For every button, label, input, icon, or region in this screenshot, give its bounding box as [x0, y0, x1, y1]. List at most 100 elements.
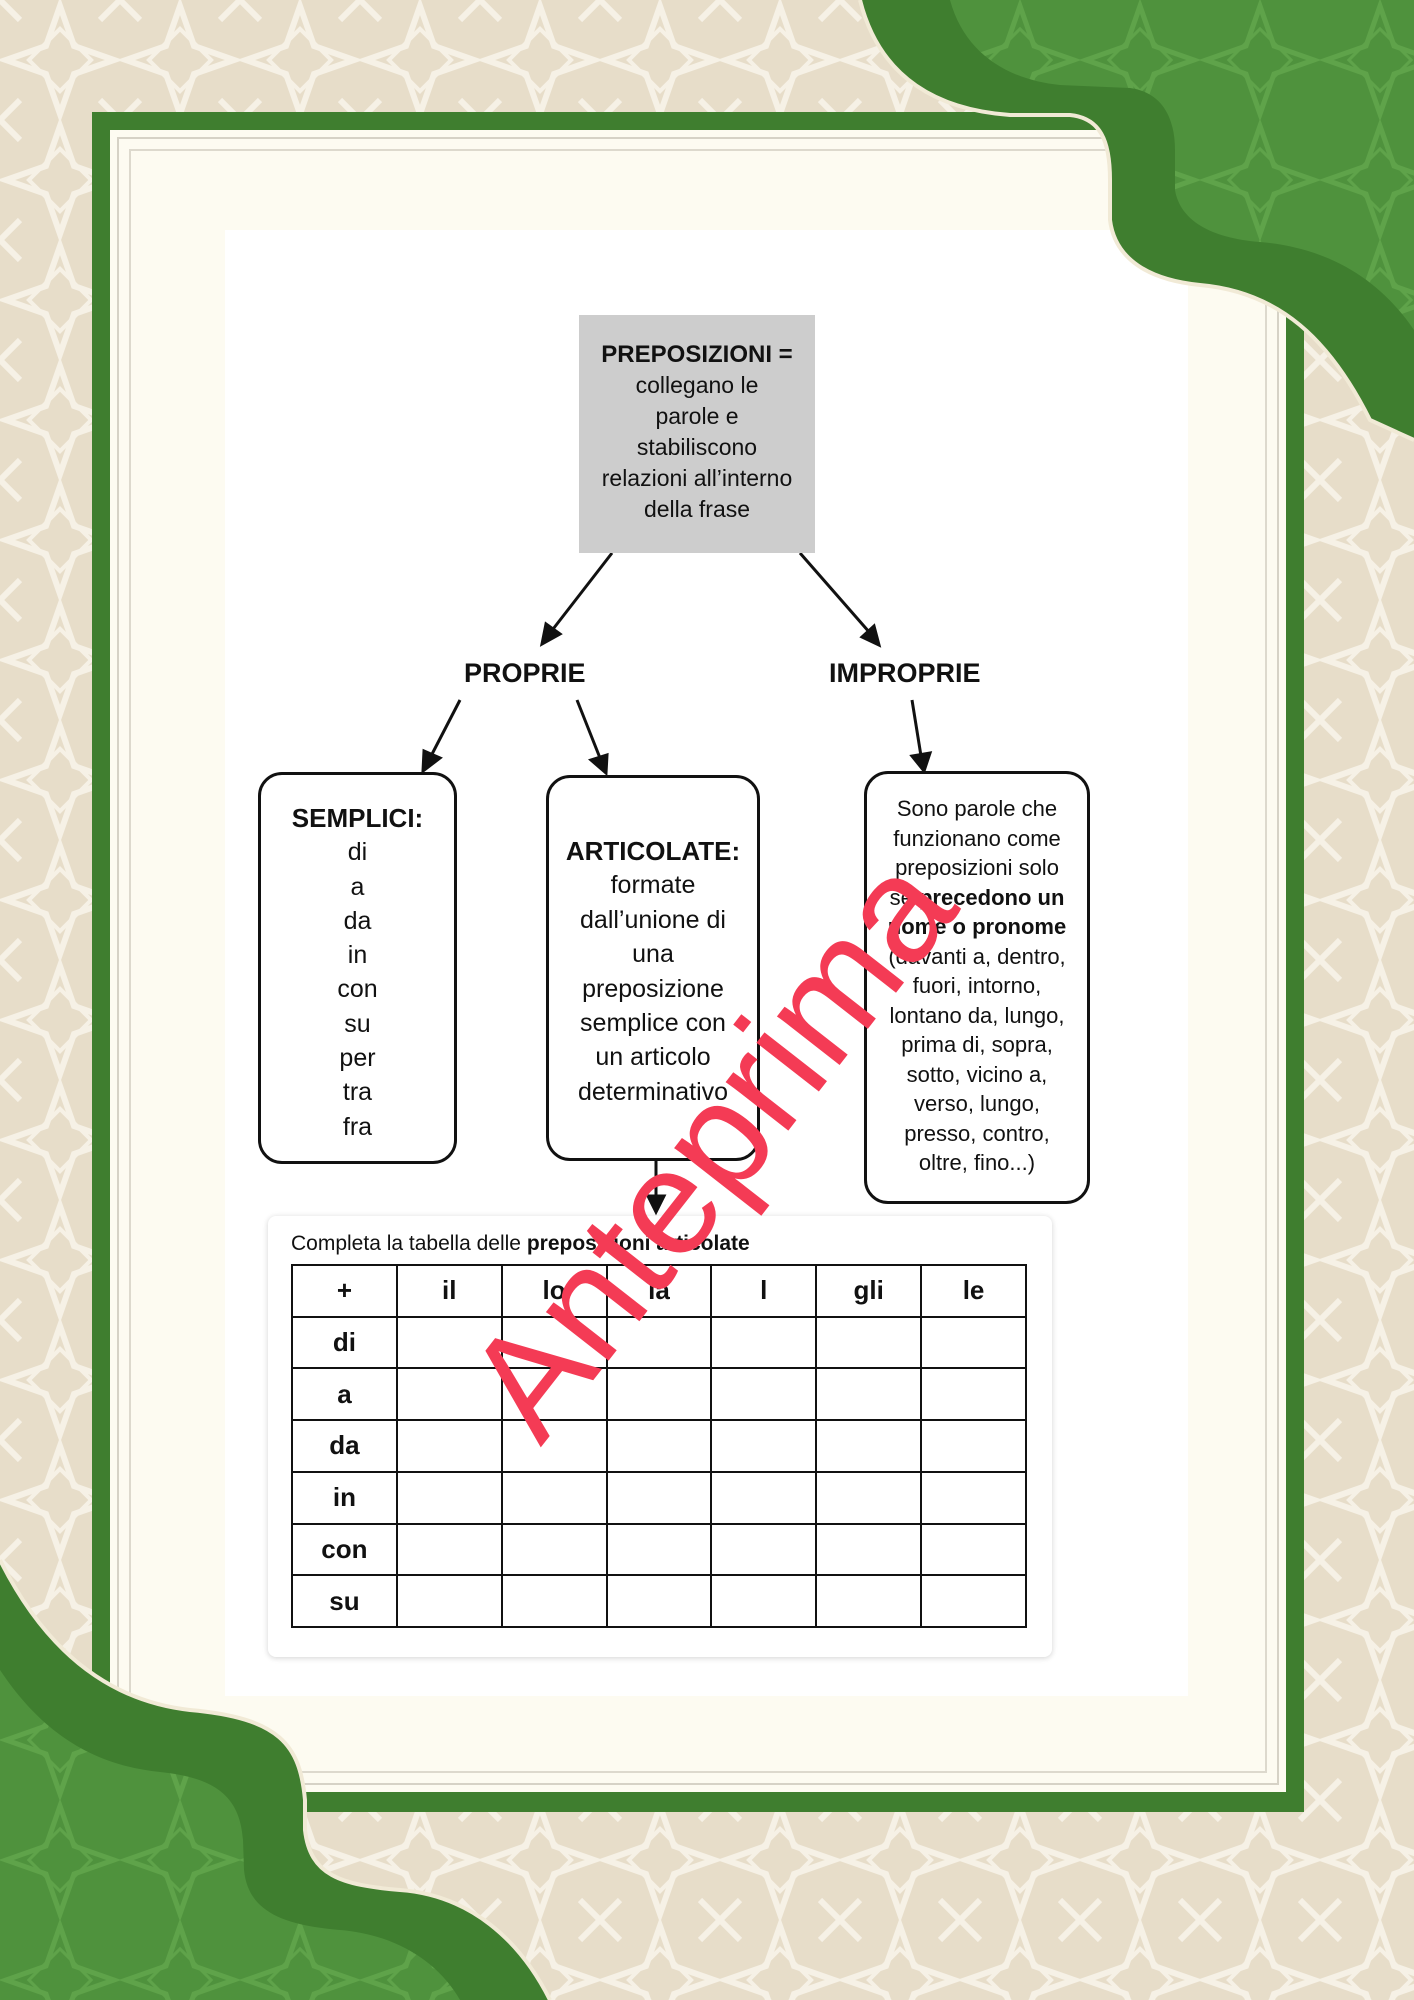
table-blank-cell[interactable]: [815, 1315, 923, 1370]
articolate-heading: ARTICOLATE:: [565, 836, 741, 866]
improprie-example: presso, contro,: [904, 1120, 1050, 1146]
table-header-row: + il lo la l gli le: [291, 1264, 1027, 1318]
improprie-line-pre: se: [889, 884, 919, 910]
table-blank-cell[interactable]: [605, 1470, 713, 1525]
table-blank-cell[interactable]: [920, 1315, 1027, 1370]
improprie-example: lontano da, lungo,: [889, 1002, 1065, 1028]
semplici-heading: SEMPLICI:: [291, 803, 424, 833]
table-blank-cell[interactable]: [920, 1574, 1027, 1628]
table-blank-cell[interactable]: [815, 1470, 923, 1525]
table-blank-cell[interactable]: [500, 1367, 608, 1422]
table-blank-cell[interactable]: [710, 1574, 818, 1628]
articolate-line: un articolo: [595, 1043, 711, 1072]
improprie-example: verso, lungo,: [914, 1091, 1040, 1116]
table-blank-cell[interactable]: [395, 1574, 503, 1628]
table-header-cell: la: [605, 1264, 713, 1318]
table-blank-cell[interactable]: [395, 1470, 503, 1525]
table-header-cell: l: [710, 1264, 818, 1318]
improprie-line-bold: nome o pronome: [887, 914, 1067, 939]
table-blank-cell[interactable]: [500, 1522, 608, 1577]
table-row-label: su: [291, 1574, 398, 1628]
table-row-label: da: [291, 1419, 398, 1473]
semplici-item: a: [350, 872, 365, 901]
table-blank-cell[interactable]: [920, 1522, 1027, 1577]
improprie-example: oltre, fino...): [918, 1150, 1036, 1175]
table-blank-cell[interactable]: [500, 1470, 608, 1525]
table-row: su: [291, 1574, 1027, 1628]
semplici-item: in: [347, 941, 368, 970]
table-blank-cell[interactable]: [710, 1367, 818, 1422]
table-header-cell: le: [920, 1264, 1027, 1318]
table-blank-cell[interactable]: [815, 1574, 923, 1628]
branch-label-proprie: PROPRIE: [464, 658, 586, 688]
table-row: in: [291, 1470, 1027, 1525]
table-row: a: [291, 1367, 1027, 1422]
improprie-line: preposizioni solo: [895, 855, 1059, 880]
title-line: relazioni all’interno: [601, 465, 793, 491]
semplici-item: di: [347, 838, 368, 867]
title-line: parole e: [655, 403, 739, 429]
table-caption: Completa la tabella delle preposizioni a…: [291, 1232, 750, 1256]
semplici-item: su: [344, 1009, 371, 1038]
articolate-line: determinativo: [577, 1077, 729, 1106]
semplici-box: SEMPLICI: di a da in con su per tra fra: [258, 772, 457, 1164]
table-blank-cell[interactable]: [920, 1470, 1027, 1525]
table-row: da: [291, 1419, 1027, 1473]
table-blank-cell[interactable]: [920, 1367, 1027, 1422]
table-caption-bold: preposizioni articolate: [526, 1232, 750, 1255]
table-blank-cell[interactable]: [500, 1419, 608, 1473]
table-row: con: [291, 1522, 1027, 1577]
table-blank-cell[interactable]: [710, 1419, 818, 1473]
table-row: di: [291, 1315, 1027, 1370]
improprie-line: se precedono un: [867, 883, 1087, 913]
table-blank-cell[interactable]: [395, 1367, 503, 1422]
table-blank-cell[interactable]: [710, 1470, 818, 1525]
table-blank-cell[interactable]: [815, 1522, 923, 1577]
table-blank-cell[interactable]: [500, 1574, 608, 1628]
table-row-label: a: [291, 1367, 398, 1422]
table-blank-cell[interactable]: [605, 1522, 713, 1577]
table-blank-cell[interactable]: [710, 1315, 818, 1370]
title-heading: PREPOSIZIONI =: [601, 341, 793, 368]
table-blank-cell[interactable]: [815, 1419, 923, 1473]
table-header-cell: lo: [500, 1264, 608, 1318]
table-blank-cell[interactable]: [920, 1419, 1027, 1473]
table-blank-cell[interactable]: [500, 1315, 608, 1370]
table-blank-cell[interactable]: [815, 1367, 923, 1422]
semplici-item: fra: [342, 1112, 373, 1141]
articolate-line: dall’unione di: [580, 905, 726, 934]
title-line: della frase: [643, 496, 751, 522]
articolate-line: preposizione: [582, 974, 724, 1003]
table-header-cell: gli: [815, 1264, 923, 1318]
improprie-line: funzionano come: [893, 825, 1061, 851]
table-header-cell: il: [395, 1264, 503, 1318]
table-blank-cell[interactable]: [395, 1522, 503, 1577]
table-caption-pre: Completa la tabella delle: [291, 1232, 527, 1255]
table-blank-cell[interactable]: [605, 1574, 713, 1628]
semplici-item: da: [343, 906, 372, 935]
title-line: collegano le: [635, 372, 759, 398]
table-blank-cell[interactable]: [710, 1522, 818, 1577]
table-blank-cell[interactable]: [605, 1419, 713, 1473]
branch-label-improprie: IMPROPRIE: [829, 658, 981, 688]
improprie-example: (davanti a, dentro,: [888, 943, 1066, 969]
title-box: PREPOSIZIONI = collegano le parole e sta…: [579, 315, 815, 553]
improprie-example: prima di, sopra,: [901, 1032, 1053, 1057]
improprie-example: fuori, intorno,: [912, 973, 1042, 998]
table-row-label: in: [291, 1470, 398, 1525]
improprie-example: sotto, vicino a,: [906, 1061, 1048, 1087]
articolate-line: semplice con: [580, 1009, 726, 1038]
table-blank-cell[interactable]: [395, 1315, 503, 1370]
table-blank-cell[interactable]: [605, 1315, 713, 1370]
table-row-label: con: [291, 1522, 398, 1577]
table-blank-cell[interactable]: [395, 1419, 503, 1473]
improprie-line: Sono parole che: [896, 796, 1058, 821]
articolate-line: formate: [610, 871, 696, 900]
table-header-cell: +: [291, 1264, 398, 1318]
semplici-item: per: [339, 1044, 376, 1073]
preposizioni-table: + il lo la l gli le di a da in con su: [291, 1264, 1027, 1628]
table-blank-cell[interactable]: [605, 1367, 713, 1422]
diagram-arrows: [421, 552, 933, 1216]
articolate-line: una: [632, 940, 674, 969]
improprie-box: Sono parole che funzionano come preposiz…: [864, 771, 1090, 1204]
